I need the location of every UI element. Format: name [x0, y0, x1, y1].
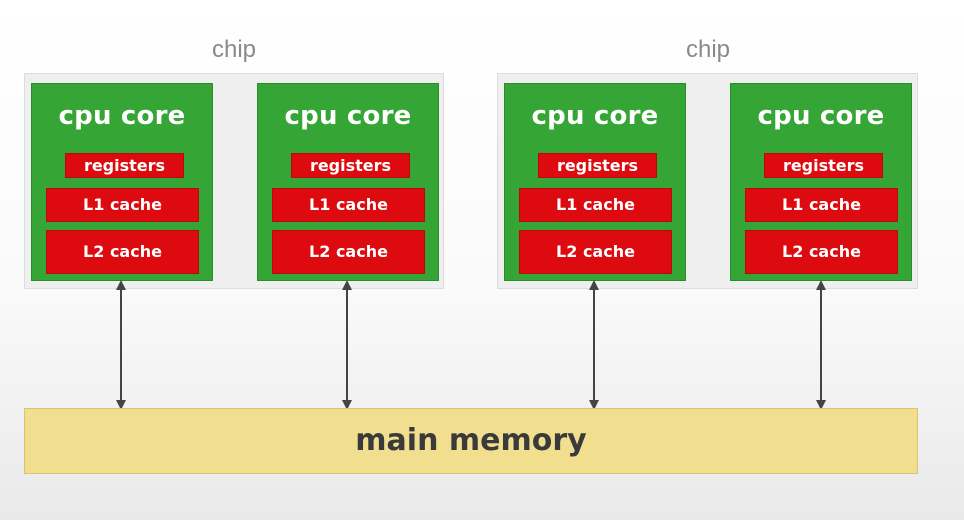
memory-link-arrow-1 [116, 280, 126, 410]
l1-cache-block: L1 cache [272, 188, 425, 222]
l1-cache-block: L1 cache [745, 188, 898, 222]
memory-link-arrow-2 [342, 280, 352, 410]
memory-link-arrow-4 [816, 280, 826, 410]
core-title: cpu core [531, 101, 659, 131]
registers-block: registers [291, 153, 410, 178]
l2-cache-block: L2 cache [745, 230, 898, 274]
chip-2-core-1: cpu core registers L1 cache L2 cache [504, 83, 686, 281]
chip-1-core-2: cpu core registers L1 cache L2 cache [257, 83, 439, 281]
core-title: cpu core [58, 101, 186, 131]
registers-block: registers [538, 153, 657, 178]
chip-2-label: chip [685, 36, 731, 63]
l2-cache-block: L2 cache [46, 230, 199, 274]
core-title: cpu core [284, 101, 412, 131]
l2-cache-block: L2 cache [272, 230, 425, 274]
memory-link-arrow-3 [589, 280, 599, 410]
registers-block: registers [764, 153, 883, 178]
main-memory-block: main memory [24, 408, 918, 474]
registers-block: registers [65, 153, 184, 178]
l1-cache-block: L1 cache [46, 188, 199, 222]
core-title: cpu core [757, 101, 885, 131]
chip-1-label: chip [211, 36, 257, 63]
l2-cache-block: L2 cache [519, 230, 672, 274]
chip-2-core-2: cpu core registers L1 cache L2 cache [730, 83, 912, 281]
l1-cache-block: L1 cache [519, 188, 672, 222]
chip-1-core-1: cpu core registers L1 cache L2 cache [31, 83, 213, 281]
